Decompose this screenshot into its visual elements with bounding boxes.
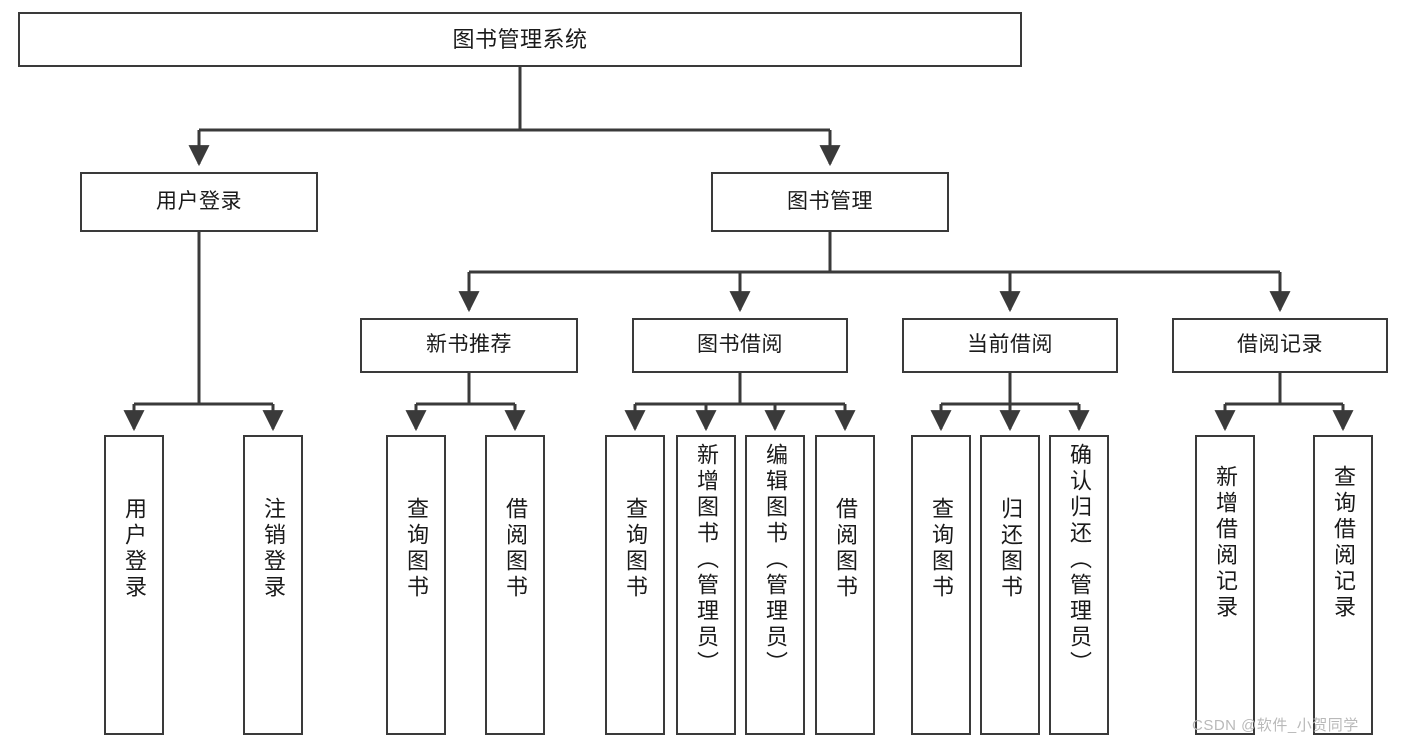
node-label: 借阅记录 bbox=[1237, 333, 1323, 357]
node-user-login[interactable]: 用户登录 bbox=[80, 172, 318, 232]
node-label: 查询借阅记录 bbox=[1331, 465, 1356, 621]
node-book-management[interactable]: 图书管理 bbox=[711, 172, 949, 232]
node-borrow-record[interactable]: 借阅记录 bbox=[1172, 318, 1388, 373]
node-label: 新增借阅记录 bbox=[1213, 465, 1238, 621]
node-label: 确认归还（管理员） bbox=[1067, 443, 1092, 677]
node-label: 查询图书 bbox=[929, 497, 954, 601]
leaf-edit-book-admin[interactable]: 编辑图书（管理员） bbox=[745, 435, 805, 735]
leaf-add-book-admin[interactable]: 新增图书（管理员） bbox=[676, 435, 736, 735]
node-label: 新增图书（管理员） bbox=[694, 443, 719, 677]
node-label: 借阅图书 bbox=[833, 497, 858, 601]
node-label: 图书借阅 bbox=[697, 333, 783, 357]
node-label: 图书管理系统 bbox=[452, 26, 588, 52]
leaf-query-book-recommend[interactable]: 查询图书 bbox=[386, 435, 446, 735]
node-label: 注销登录 bbox=[261, 497, 286, 601]
node-label: 归还图书 bbox=[998, 497, 1023, 601]
node-label: 图书管理 bbox=[787, 189, 873, 213]
node-label: 新书推荐 bbox=[426, 333, 512, 357]
node-label: 用户登录 bbox=[156, 189, 242, 213]
leaf-query-book-borrow[interactable]: 查询图书 bbox=[605, 435, 665, 735]
leaf-user-logout[interactable]: 注销登录 bbox=[243, 435, 303, 735]
node-book-borrow[interactable]: 图书借阅 bbox=[632, 318, 848, 373]
node-label: 借阅图书 bbox=[503, 497, 528, 601]
node-label: 编辑图书（管理员） bbox=[763, 443, 788, 677]
node-current-borrow[interactable]: 当前借阅 bbox=[902, 318, 1118, 373]
node-label: 查询图书 bbox=[404, 497, 429, 601]
node-new-book-recommend[interactable]: 新书推荐 bbox=[360, 318, 578, 373]
node-label: 当前借阅 bbox=[967, 333, 1053, 357]
leaf-user-login[interactable]: 用户登录 bbox=[104, 435, 164, 735]
node-label: 查询图书 bbox=[623, 497, 648, 601]
node-root-system[interactable]: 图书管理系统 bbox=[18, 12, 1022, 67]
leaf-query-borrow-record[interactable]: 查询借阅记录 bbox=[1313, 435, 1373, 735]
leaf-confirm-return-admin[interactable]: 确认归还（管理员） bbox=[1049, 435, 1109, 735]
leaf-return-book[interactable]: 归还图书 bbox=[980, 435, 1040, 735]
leaf-borrow-book-recommend[interactable]: 借阅图书 bbox=[485, 435, 545, 735]
leaf-borrow-book[interactable]: 借阅图书 bbox=[815, 435, 875, 735]
csdn-watermark: CSDN @软件_小贺同学 bbox=[1192, 717, 1359, 734]
leaf-add-borrow-record[interactable]: 新增借阅记录 bbox=[1195, 435, 1255, 735]
leaf-query-book-current[interactable]: 查询图书 bbox=[911, 435, 971, 735]
node-label: 用户登录 bbox=[122, 497, 147, 601]
